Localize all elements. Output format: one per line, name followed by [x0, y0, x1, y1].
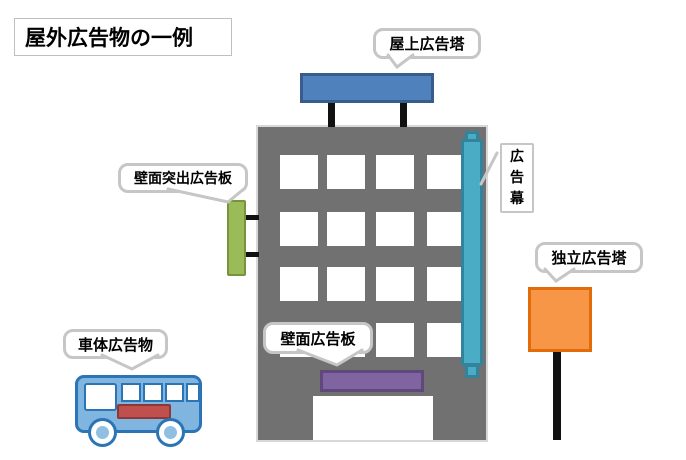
building-window [280, 155, 318, 189]
bus-ad-panel [117, 404, 171, 419]
building-window [427, 212, 465, 246]
wall-projecting-ad-sign [227, 200, 246, 276]
independent-sign-pole [553, 351, 561, 440]
callout-ad-banner: 広 告 幕 [500, 143, 534, 213]
callout-rooftop-ad-tower: 屋上広告塔 [373, 28, 481, 59]
callout-label: 壁面広告板 [280, 329, 356, 348]
building-window [327, 212, 365, 246]
building-window [376, 212, 414, 246]
banner-bottom-mount [465, 364, 479, 378]
callout-label: 車体広告物 [77, 335, 153, 354]
page-title-text: 屋外広告物の一例 [25, 26, 193, 50]
building [258, 127, 486, 440]
callout-independent-ad-tower: 独立広告塔 [535, 242, 643, 273]
building-window [327, 267, 365, 301]
callout-label: 壁面突出広告板 [134, 171, 232, 187]
callout-vehicle-ad: 車体広告物 [63, 329, 168, 359]
callout-wall-projecting-ad-board: 壁面突出広告板 [118, 163, 248, 193]
independent-ad-sign [528, 287, 592, 352]
bus-wheel [156, 418, 185, 447]
bus-window [165, 383, 184, 402]
building-window [376, 267, 414, 301]
rooftop-ad-sign [300, 73, 434, 103]
bus-wheel [88, 418, 117, 447]
wall-ad-sign [320, 370, 424, 392]
building-window [376, 155, 414, 189]
callout-label: 独立広告塔 [551, 249, 627, 267]
projecting-sign-bracket [245, 215, 259, 220]
building-entrance [313, 396, 433, 440]
bus-windshield [84, 383, 117, 411]
building-window [427, 155, 465, 189]
callout-label-char: 幕 [510, 190, 524, 207]
building-window [280, 267, 318, 301]
rooftop-sign-leg [400, 101, 407, 127]
building-window [427, 323, 465, 357]
rooftop-sign-leg [328, 101, 335, 127]
page-title: 屋外広告物の一例 [14, 18, 232, 56]
bus-window [143, 383, 163, 402]
building-window [327, 155, 365, 189]
building-window [376, 323, 414, 357]
bus-wheel-hub [164, 426, 177, 439]
building-window [280, 212, 318, 246]
bus-window [186, 383, 200, 402]
bus-wheel-hub [96, 426, 109, 439]
bus [75, 375, 202, 448]
callout-wall-ad-board: 壁面広告板 [263, 322, 373, 354]
bus-window [121, 383, 141, 402]
ad-banner [461, 139, 483, 366]
callout-label-char: 広 [510, 148, 524, 165]
callout-label-char: 告 [510, 169, 524, 186]
callout-label: 屋上広告塔 [389, 35, 465, 53]
projecting-sign-bracket [245, 252, 259, 257]
building-window [427, 267, 465, 301]
